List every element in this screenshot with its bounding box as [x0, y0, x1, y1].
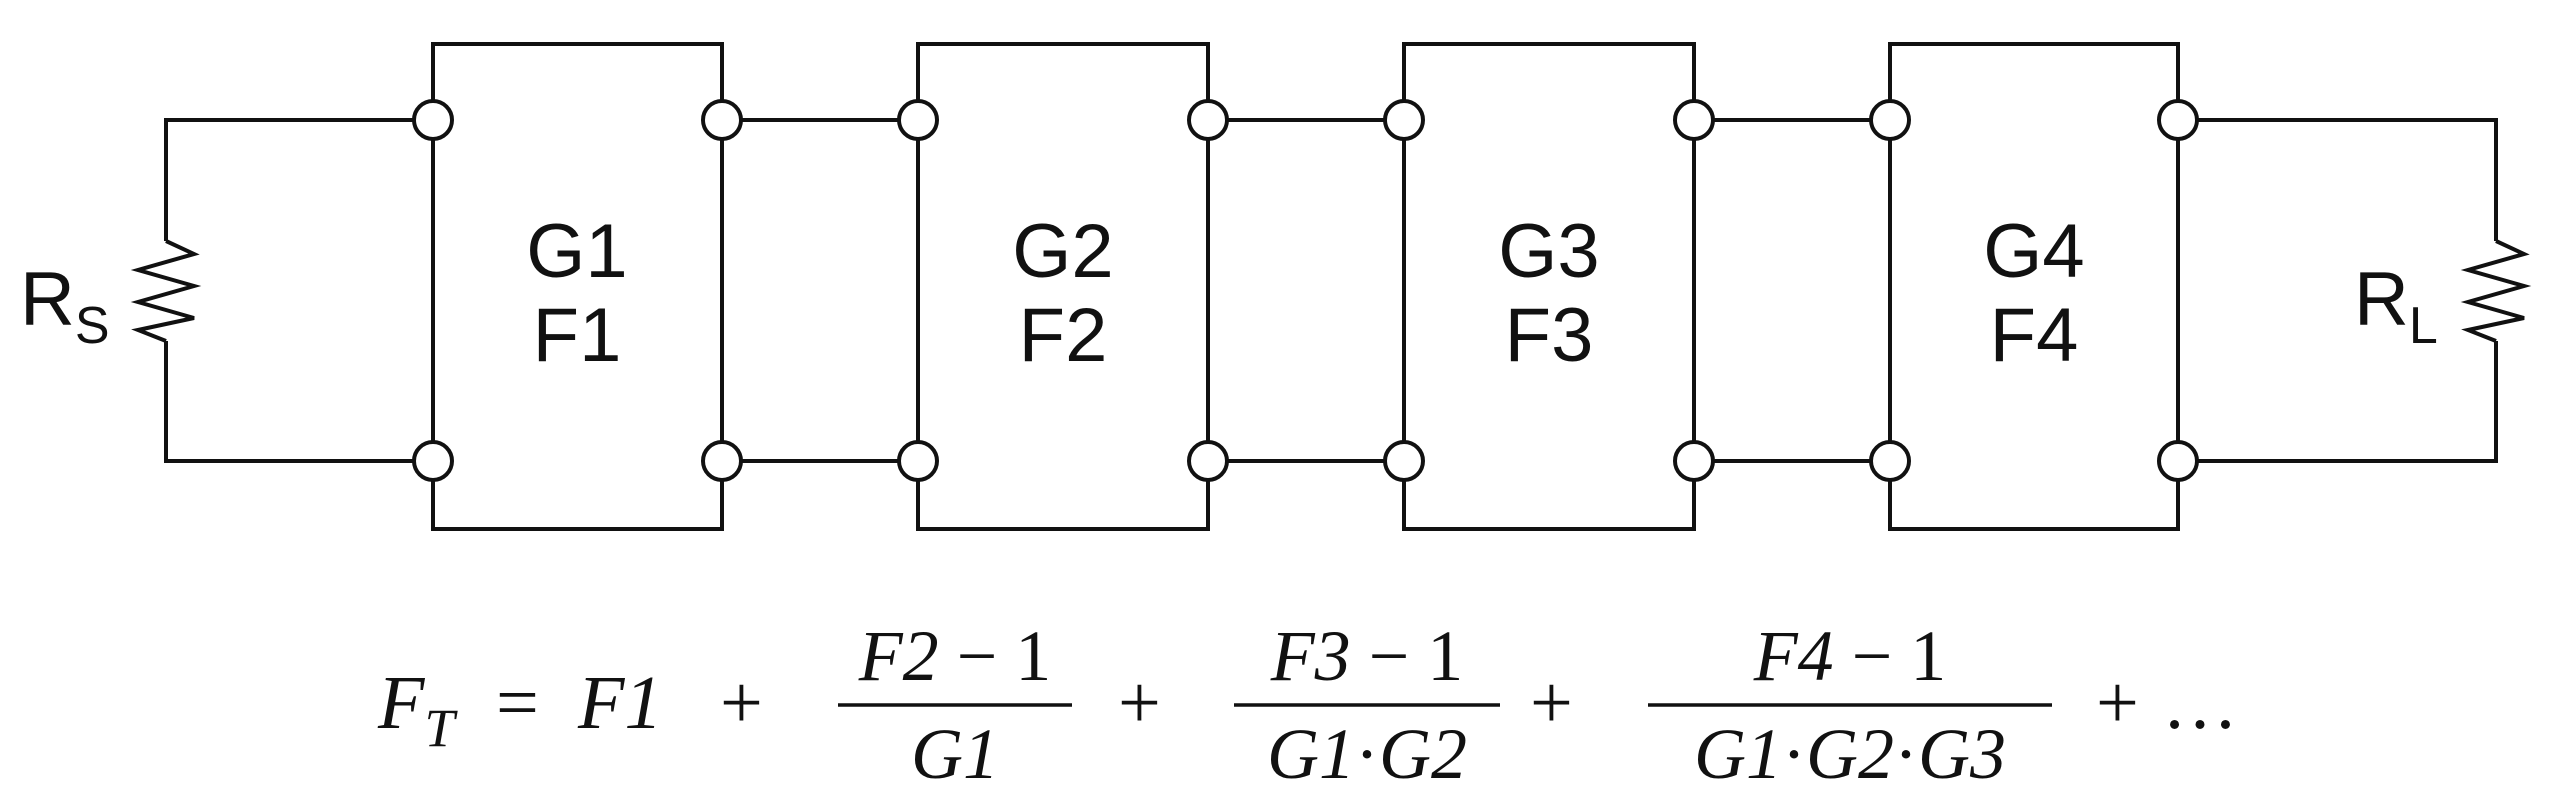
load-resistor-label: RL [2354, 257, 2438, 355]
stage-4-input-top-terminal [1869, 99, 1911, 141]
stage-1-output-top-terminal [701, 99, 743, 141]
formula-plus-4: + [2096, 661, 2139, 745]
fraction-1-denominator: G1 [911, 714, 999, 794]
fraction-2-denominator: G1·G2 [1267, 714, 1467, 794]
load-resistor-label-sub: L [2409, 297, 2438, 355]
formula-lhs: FT [377, 661, 458, 758]
stage-2-input-top-terminal [897, 99, 939, 141]
source-wire-top [164, 118, 433, 241]
stage-2-noise-figure: F2 [1019, 293, 1108, 378]
stage-2-gain: G2 [1012, 209, 1113, 294]
fraction-3-denominator: G1·G2·G3 [1694, 714, 2006, 794]
formula-plus-2: + [1118, 661, 1161, 745]
stage-2-input-bottom-terminal [897, 440, 939, 482]
stage-1-noise-figure: F1 [533, 293, 622, 378]
source-resistor-label-sub: S [75, 297, 110, 355]
load-wire-top [2178, 118, 2498, 241]
friis-formula: FT = F1 + F2 − 1 G1 + F3 − 1 G1·G2 + F4 … [377, 616, 2238, 794]
load-resistor-label-main: R [2354, 257, 2409, 342]
stage-3-box [1402, 42, 1696, 531]
stage-2-output-bottom-terminal [1187, 440, 1229, 482]
formula-first-term: F1 [577, 661, 662, 745]
stage-2-output-top-terminal [1187, 99, 1229, 141]
stage-3-input-top-terminal [1383, 99, 1425, 141]
stage-4-input-bottom-terminal [1869, 440, 1911, 482]
stage-1-input-bottom-terminal [412, 440, 454, 482]
stage-4: G4 F4 [1869, 42, 2199, 531]
fraction-3-numerator: F4 − 1 [1753, 616, 1947, 696]
source-resistor-label: RS [20, 257, 110, 355]
stage-4-box [1888, 42, 2180, 531]
stage-4-noise-figure: F4 [1990, 293, 2079, 378]
source-wire-bottom [164, 341, 433, 463]
stage-1-input-top-terminal [412, 99, 454, 141]
fraction-1-numerator: F2 − 1 [858, 616, 1052, 696]
stage-3-output-bottom-terminal [1673, 440, 1715, 482]
stage-1: G1 F1 [412, 42, 743, 531]
source-resistor-label-main: R [20, 257, 75, 342]
formula-plus-1: + [720, 661, 763, 745]
stage-3-gain: G3 [1498, 209, 1599, 294]
formula-lhs-sub: T [424, 698, 458, 758]
source-resistor-symbol [130, 239, 202, 343]
stage-3-output-top-terminal [1673, 99, 1715, 141]
fraction-2-numerator: F3 − 1 [1270, 616, 1464, 696]
stage-1-gain: G1 [526, 209, 627, 294]
stage-1-output-bottom-terminal [701, 440, 743, 482]
formula-equals: = [496, 661, 539, 745]
load-resistor-symbol [2460, 239, 2532, 343]
formula-lhs-main: F [377, 661, 426, 745]
stage-2-box [916, 42, 1210, 531]
stage-3-input-bottom-terminal [1383, 440, 1425, 482]
stage-4-output-bottom-terminal [2157, 440, 2199, 482]
load-wire-bottom [2178, 341, 2498, 463]
stage-1-box [431, 42, 724, 531]
stage-3: G3 F3 [1383, 42, 1715, 531]
stage-4-output-top-terminal [2157, 99, 2199, 141]
stage-3-noise-figure: F3 [1505, 293, 1594, 378]
stage-4-gain: G4 [1983, 209, 2084, 294]
stage-2: G2 F2 [897, 42, 1229, 531]
formula-plus-3: + [1530, 661, 1573, 745]
formula-ellipsis: … [2162, 661, 2238, 745]
